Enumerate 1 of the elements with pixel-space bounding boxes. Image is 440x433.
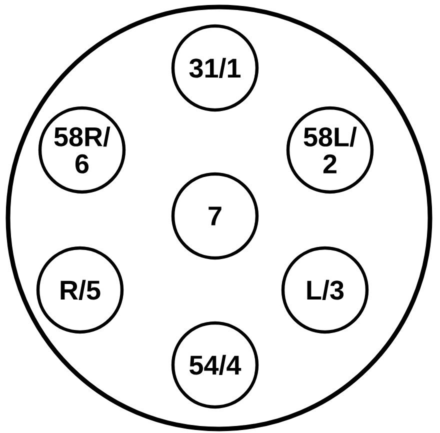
connector-outline [6,4,432,432]
